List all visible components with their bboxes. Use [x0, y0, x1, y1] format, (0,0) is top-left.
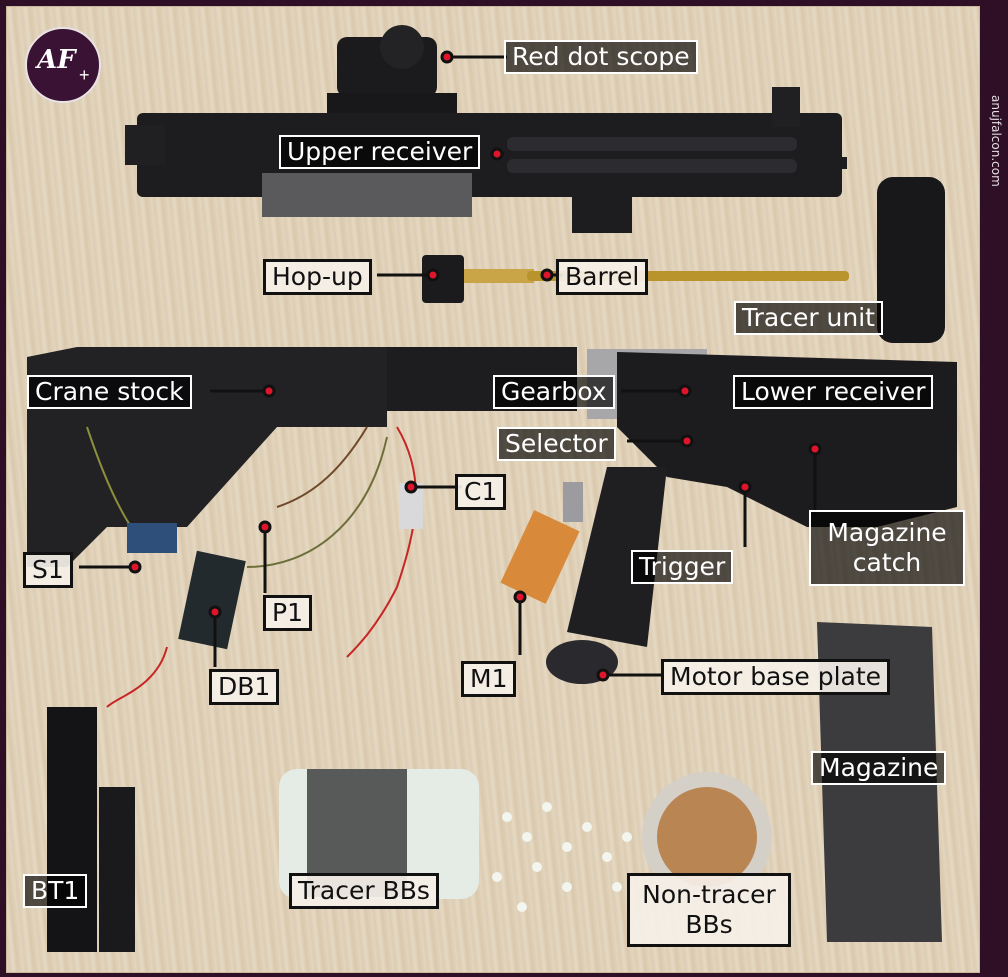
wiring-shape	[86, 426, 417, 708]
airsoft-parts-photo: Red dot scope Upper receiver Hop-up Barr…	[6, 6, 980, 973]
label-selector: Selector	[497, 427, 616, 461]
motor-shape	[500, 482, 583, 604]
label-magazine: Magazine	[811, 751, 947, 785]
loose-bbs-shape	[492, 802, 632, 912]
label-hop-up: Hop-up	[263, 259, 372, 295]
anujfalcon-logo: AF +	[25, 27, 101, 103]
label-upper-receiver: Upper receiver	[279, 135, 481, 169]
label-tracer-unit: Tracer unit	[734, 301, 883, 335]
label-crane-stock: Crane stock	[27, 375, 192, 409]
label-p1: P1	[263, 595, 312, 631]
label-tracer-bbs: Tracer BBs	[289, 873, 439, 909]
parts-illustration	[27, 25, 957, 952]
upper-receiver-shape	[125, 87, 847, 233]
red-dot-scope-shape	[327, 25, 457, 115]
logo-text: AF	[37, 45, 76, 75]
label-red-dot-scope: Red dot scope	[504, 40, 698, 74]
db1-board-shape	[178, 550, 246, 650]
label-s1: S1	[23, 552, 73, 588]
s1-board-shape	[127, 523, 177, 553]
label-m1: M1	[461, 661, 517, 697]
site-watermark: anujfalcon.com	[989, 95, 1003, 187]
pointer-lines	[79, 50, 822, 682]
label-gearbox: Gearbox	[493, 375, 615, 409]
label-barrel: Barrel	[556, 259, 649, 295]
label-non-tracer-bbs: Non-tracer BBs	[627, 873, 791, 947]
label-bt1: BT1	[23, 874, 88, 908]
label-magazine-catch: Magazine catch	[809, 510, 965, 586]
label-motor-base-plate: Motor base plate	[661, 659, 891, 695]
logo-plus: +	[79, 65, 90, 85]
label-trigger: Trigger	[631, 550, 734, 584]
label-c1: C1	[455, 474, 507, 510]
label-db1: DB1	[209, 669, 280, 705]
tracer-unit-shape	[877, 177, 945, 343]
label-lower-receiver: Lower receiver	[733, 375, 934, 409]
battery-shape	[47, 707, 97, 952]
